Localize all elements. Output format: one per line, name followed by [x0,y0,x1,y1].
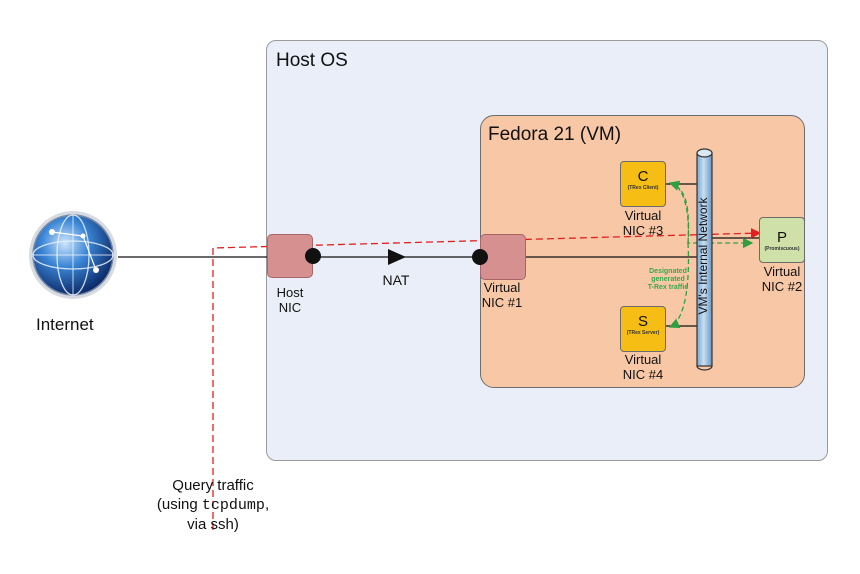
virtual-nic-2-label-line2: NIC #2 [761,279,803,294]
host-nic-label: Host NIC [266,285,314,315]
virtual-nic-3-label-line1: Virtual [624,208,662,223]
internal-network-label: VM's Internal Network [696,197,710,315]
virtual-nic-3-label: Virtual NIC #3 [612,208,674,238]
virtual-nic-2-letter: P [776,229,787,246]
virtual-nic-2-label-line1: Virtual [763,264,801,279]
trex-traffic-label-line2: generated [651,276,685,283]
query-traffic-prefix: (using [156,496,202,513]
virtual-nic-4-label-line2: NIC #4 [622,367,664,382]
virtual-nic-2-sub: (Promiscuous) [764,246,800,252]
query-traffic-label-line1: Query traffic [172,477,254,494]
virtual-nic-1-label-line2: NIC #1 [481,295,523,310]
virtual-nic-2-label: Virtual NIC #2 [751,264,813,294]
vm-title: Fedora 21 (VM) [488,124,622,145]
virtual-nic-1-label: Virtual NIC #1 [472,280,532,310]
virtual-nic-4-label: Virtual NIC #4 [612,352,674,382]
trex-traffic-label: Designated generated T-Rex traffic [636,268,700,292]
trex-traffic-label-line3: T-Rex traffic [647,284,689,291]
virtual-nic-3-label-line2: NIC #3 [622,223,664,238]
host-nic-label-line1: Host [276,285,304,300]
virtual-nic-3-sub: (TRex Client) [627,185,659,191]
virtual-nic-4-sub: (TRex Server) [626,330,660,336]
query-traffic-suffix: , [264,496,270,513]
trex-traffic-label-line1: Designated [649,268,687,275]
query-traffic-line [212,228,762,530]
trex-traffic-line-bottom [668,242,690,329]
query-traffic-label: Query traffic (using tcpdump, via ssh) [138,476,288,534]
virtual-nic-2: P (Promiscuous) [759,217,805,263]
virtual-nic-1-label-line1: Virtual [483,280,521,295]
trex-traffic-arrow-c [668,180,690,244]
host-nic-label-line2: NIC [278,300,302,315]
query-traffic-command: tcpdump [201,497,265,514]
host-os-title: Host OS [276,50,348,71]
nat-arrow-icon [388,249,406,265]
query-traffic-label-line2: (using tcpdump, [138,495,288,515]
nat-label: NAT [382,272,410,288]
query-traffic-label-line3: via ssh) [187,516,239,533]
internet-label: Internet [36,315,94,334]
virtual-nic-4-label-line1: Virtual [624,352,662,367]
virtual-nic-3-letter: C [637,168,649,185]
virtual-nic-4: S (TRex Server) [620,306,666,352]
virtual-nic-4-letter: S [637,313,648,330]
virtual-nic-3: C (TRex Client) [620,161,666,207]
